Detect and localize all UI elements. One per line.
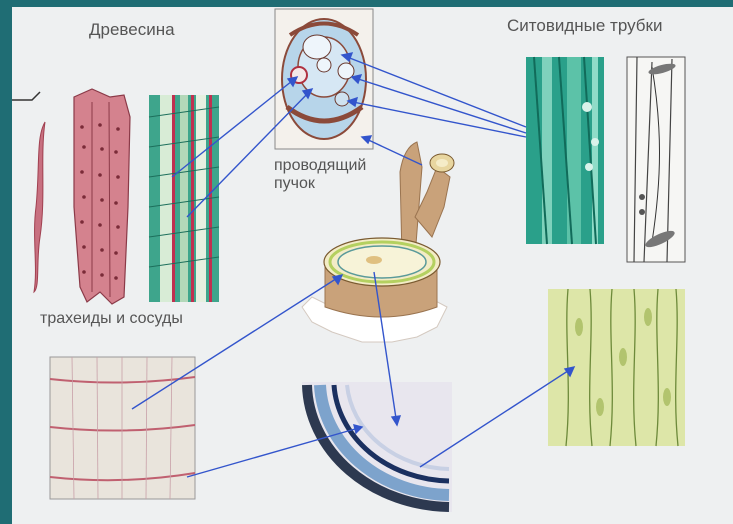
label-vascular-bundle-line2: пучок <box>274 175 366 193</box>
xylem-rings-micrograph <box>50 357 195 499</box>
corner-tick <box>12 92 40 100</box>
sieve-tube-micrograph <box>526 57 604 244</box>
tracheid-cells <box>74 89 130 304</box>
diagram-art <box>12 7 733 524</box>
label-vascular-bundle-line1: проводящий <box>274 157 366 175</box>
wood-micrograph <box>149 95 219 302</box>
stem-cross-section <box>302 382 452 512</box>
label-sieve-tubes: Ситовидные трубки <box>507 16 662 36</box>
label-vascular-bundle: проводящий пучок <box>274 157 366 193</box>
sieve-tube-sketch <box>627 57 685 262</box>
label-tracheids: трахеиды и сосуды <box>40 310 183 328</box>
slide: Древесина Ситовидные трубки проводящий п… <box>12 7 733 524</box>
thin-tracheid <box>34 122 45 292</box>
label-wood: Древесина <box>89 20 175 40</box>
